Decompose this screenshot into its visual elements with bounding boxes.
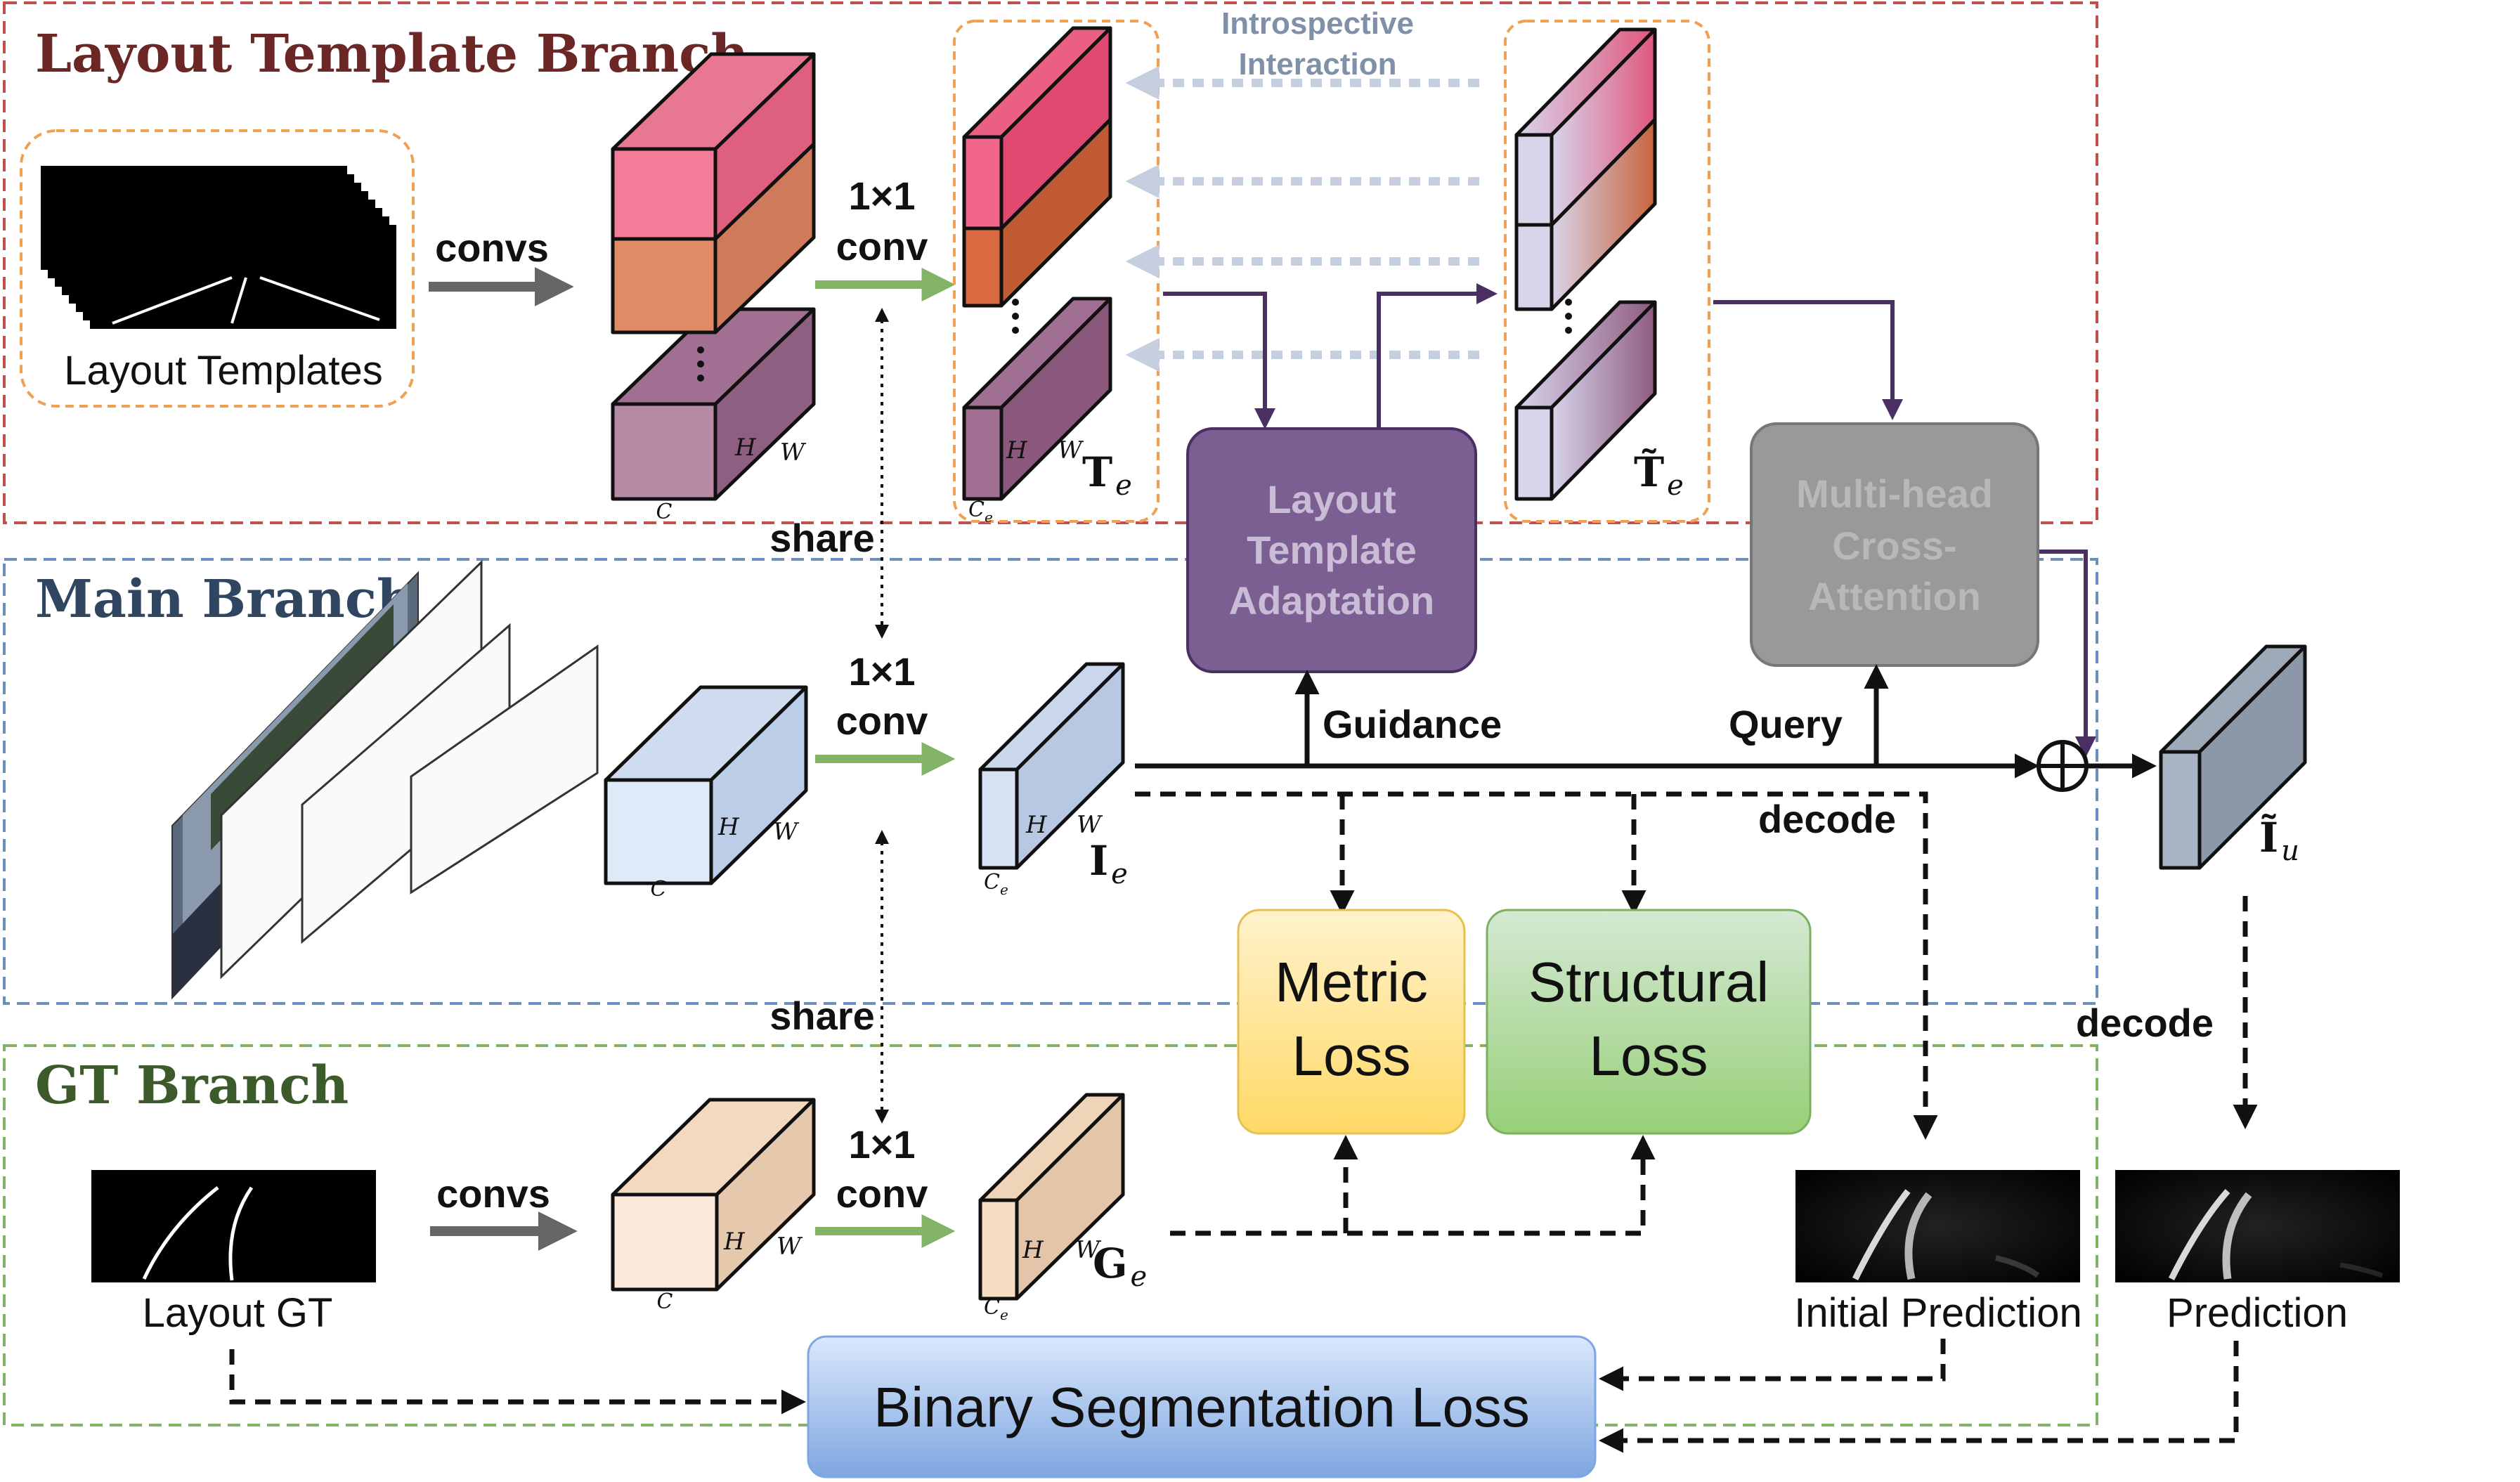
structural-loss-module xyxy=(1486,909,1812,1135)
multi-head-cross-attention-module xyxy=(1750,422,2039,667)
ie-cube-w: W xyxy=(1077,811,1103,839)
introspective-arrows xyxy=(1125,66,1479,372)
main-branch-frame xyxy=(3,558,2098,1005)
layout-templates-label: Layout Templates xyxy=(64,348,383,394)
te-cube xyxy=(962,26,1112,501)
template-cube-c: C xyxy=(656,500,673,524)
decode-label-2: decode xyxy=(2076,1001,2214,1045)
gt-cube-c: C xyxy=(657,1289,673,1314)
ie-cube-h: H xyxy=(1025,811,1048,839)
main-cube-w: W xyxy=(773,818,800,846)
te-tilde-cube xyxy=(1514,27,1657,501)
mhca-text-3: Attention xyxy=(1808,574,1981,618)
layout-template-branch-frame xyxy=(3,1,2098,524)
ie-cube-ce: Ce xyxy=(984,870,1008,898)
metric-loss-module xyxy=(1237,909,1466,1135)
structural-loss-text-2: Loss xyxy=(1590,1025,1708,1087)
template-cube-h: H xyxy=(734,434,757,462)
binary-segmentation-loss-text: Binary Segmentation Loss xyxy=(873,1376,1530,1438)
conv1x1-top-line1: 1×1 xyxy=(849,174,916,218)
te-cube-w: W xyxy=(1058,436,1084,464)
main-branch-title: Main Branch xyxy=(35,569,415,630)
gt-feature-cube xyxy=(611,1098,816,1292)
binary-segmentation-loss-module xyxy=(807,1335,1597,1478)
ie-cube xyxy=(978,662,1125,870)
template-cube-dots xyxy=(697,346,704,382)
main-cube-c: C xyxy=(651,877,667,902)
lta-text-1: Layout xyxy=(1267,477,1396,521)
gt-loss-paths xyxy=(229,1135,2239,1453)
encoder-layers xyxy=(220,559,599,980)
main-feature-cube xyxy=(604,685,808,885)
lta-text-2: Template xyxy=(1247,528,1417,572)
conv1x1-mid-line1: 1×1 xyxy=(849,649,916,694)
te-cube-dots xyxy=(1012,299,1019,334)
template-feature-cube xyxy=(611,52,816,501)
convs-label-bottom: convs xyxy=(436,1171,550,1216)
mhca-text-1: Multi-head xyxy=(1796,472,1993,516)
ge-cube-h: H xyxy=(1022,1236,1044,1264)
decode-label-1: decode xyxy=(1758,797,1896,841)
layout-gt-image xyxy=(91,1170,376,1282)
decode-paths xyxy=(1135,791,2258,1140)
gt-branch-frame xyxy=(3,1044,2098,1426)
te-cube-h: H xyxy=(1006,436,1028,464)
layout-template-stack xyxy=(41,166,396,329)
mhca-text-2: Cross- xyxy=(1832,524,1956,568)
main-cube-h: H xyxy=(717,813,740,841)
conv1x1-top-line2: conv xyxy=(836,224,928,268)
ge-cube-w: W xyxy=(1075,1236,1102,1264)
layout-templates-group xyxy=(20,129,415,408)
convs-label-top: convs xyxy=(435,226,549,270)
initial-prediction-label: Initial Prediction xyxy=(1794,1290,2081,1336)
te-cube-ce: Ce xyxy=(968,498,993,526)
gt-cube-h: H xyxy=(723,1228,746,1256)
prediction-label: Prediction xyxy=(2167,1290,2348,1336)
metric-loss-text-1: Metric xyxy=(1275,951,1428,1013)
metric-loss-text-2: Loss xyxy=(1292,1025,1411,1087)
share-label-bottom: share xyxy=(769,994,874,1038)
layout-template-adaptation-module xyxy=(1186,427,1477,673)
te-tilde-symbol: T̃e xyxy=(1634,448,1684,502)
ge-cube-ce: Ce xyxy=(984,1295,1008,1323)
layout-gt-label: Layout GT xyxy=(143,1290,333,1336)
introspective-label-line2: Interaction xyxy=(1239,47,1397,82)
template-cube-w: W xyxy=(780,438,807,467)
conv1x1-bottom-line2: conv xyxy=(836,1171,928,1216)
conv1x1-mid-line2: conv xyxy=(836,698,928,743)
conv1x1-bottom-line1: 1×1 xyxy=(849,1122,916,1166)
prediction-image xyxy=(2115,1170,2400,1282)
te-tilde-group xyxy=(1504,20,1710,523)
sum-node xyxy=(2037,740,2089,792)
introspective-label-line1: Introspective xyxy=(1221,6,1414,41)
gt-cube-w: W xyxy=(777,1233,803,1261)
query-label: Query xyxy=(1729,702,1843,746)
share-label-top: share xyxy=(769,516,874,560)
te-tilde-cube-dots xyxy=(1565,299,1572,334)
gt-branch-title: GT Branch xyxy=(35,1055,349,1116)
iu-cube xyxy=(2159,644,2307,870)
structural-loss-text-1: Structural xyxy=(1528,951,1769,1013)
initial-prediction-image xyxy=(1795,1170,2080,1282)
guidance-label: Guidance xyxy=(1323,702,1502,746)
lta-text-3: Adaptation xyxy=(1229,578,1434,623)
interaction-lines xyxy=(1163,283,2096,758)
layout-branch-title: Layout Template Branch xyxy=(35,24,748,84)
ge-cube xyxy=(978,1093,1125,1301)
